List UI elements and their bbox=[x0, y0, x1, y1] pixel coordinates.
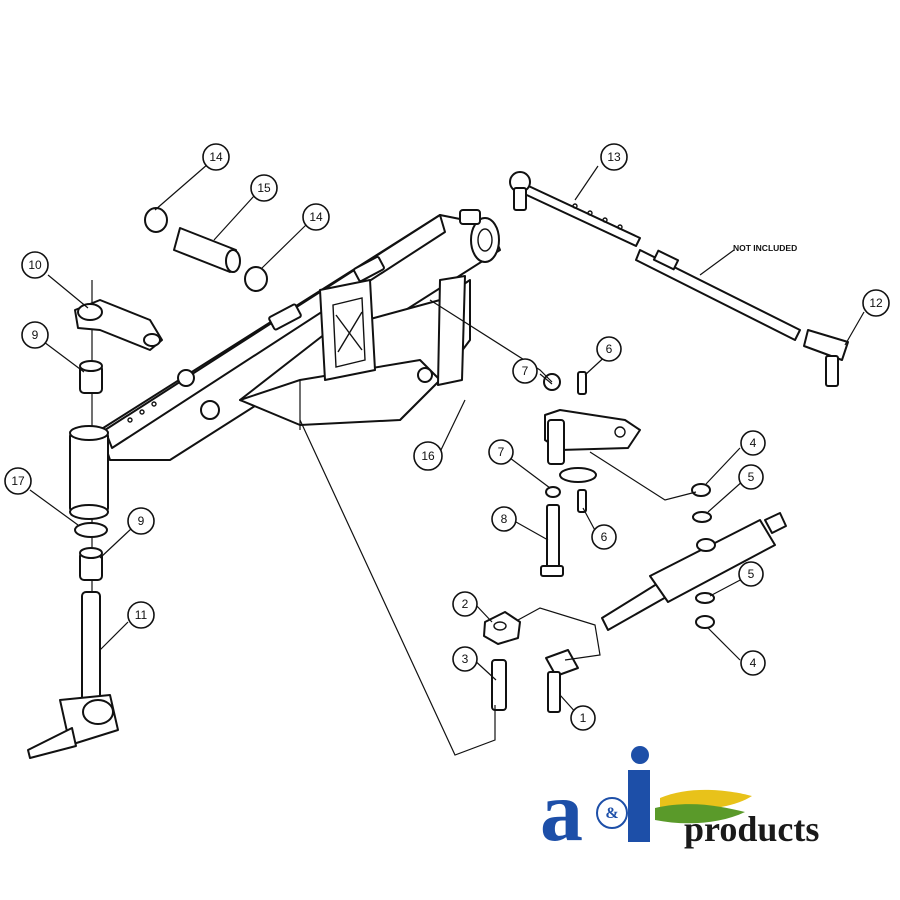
callout-7-top: 7 bbox=[512, 358, 538, 384]
callout-9-top: 9 bbox=[21, 321, 49, 349]
svg-text:6: 6 bbox=[601, 530, 608, 544]
callout-17: 17 bbox=[4, 467, 32, 495]
callout-4-bottom: 4 bbox=[740, 650, 766, 676]
svg-text:13: 13 bbox=[607, 150, 621, 164]
svg-text:6: 6 bbox=[606, 342, 613, 356]
callout-3: 3 bbox=[452, 646, 478, 672]
svg-text:products: products bbox=[684, 809, 819, 849]
callout-13: 13 bbox=[600, 143, 628, 171]
callout-15: 15 bbox=[250, 174, 278, 202]
callout-8: 8 bbox=[491, 506, 517, 532]
svg-text:&: & bbox=[605, 805, 618, 822]
callouts: 14 15 14 10 9 17 9 11 13 12 6 7 16 7 8 6… bbox=[4, 143, 890, 731]
svg-text:16: 16 bbox=[421, 449, 435, 463]
callout-14-top: 14 bbox=[202, 143, 230, 171]
svg-text:4: 4 bbox=[750, 436, 757, 450]
callout-5-top: 5 bbox=[738, 464, 764, 490]
callout-5-bottom: 5 bbox=[738, 561, 764, 587]
svg-text:10: 10 bbox=[28, 258, 42, 272]
svg-text:9: 9 bbox=[32, 328, 39, 342]
left-spindle-assembly bbox=[27, 280, 163, 759]
ball-joint-assembly bbox=[483, 611, 579, 713]
callout-16: 16 bbox=[413, 441, 443, 471]
svg-text:2: 2 bbox=[462, 597, 469, 611]
callout-1: 1 bbox=[570, 705, 596, 731]
steering-cylinder bbox=[601, 483, 787, 631]
svg-text:14: 14 bbox=[209, 150, 223, 164]
tie-rod-assembly bbox=[509, 171, 849, 387]
svg-text:a: a bbox=[540, 763, 583, 859]
leader-lines bbox=[29, 163, 865, 756]
svg-text:12: 12 bbox=[869, 296, 883, 310]
callout-9-bottom: 9 bbox=[127, 507, 155, 535]
svg-text:7: 7 bbox=[522, 364, 529, 378]
callout-11: 11 bbox=[127, 601, 155, 629]
callout-2: 2 bbox=[452, 591, 478, 617]
svg-text:1: 1 bbox=[580, 711, 587, 725]
callout-10: 10 bbox=[21, 251, 49, 279]
svg-text:7: 7 bbox=[498, 445, 505, 459]
callout-4-top: 4 bbox=[740, 430, 766, 456]
pivot-support-bracket bbox=[239, 275, 471, 430]
svg-text:5: 5 bbox=[748, 470, 755, 484]
svg-text:3: 3 bbox=[462, 652, 469, 666]
callout-6-bottom: 6 bbox=[591, 524, 617, 550]
svg-text:14: 14 bbox=[309, 210, 323, 224]
svg-text:11: 11 bbox=[135, 608, 148, 622]
callout-14-bottom: 14 bbox=[302, 203, 330, 231]
axle-beam bbox=[99, 209, 501, 461]
svg-text:17: 17 bbox=[11, 474, 25, 488]
pivot-pin-set bbox=[144, 207, 268, 292]
steering-arm-assembly bbox=[540, 371, 641, 577]
svg-text:5: 5 bbox=[748, 567, 755, 581]
svg-text:15: 15 bbox=[257, 181, 271, 195]
callout-6-top: 6 bbox=[596, 336, 622, 362]
not-included-note: NOT INCLUDED bbox=[733, 243, 797, 253]
ai-products-logo: a & products bbox=[540, 746, 819, 859]
svg-text:8: 8 bbox=[501, 512, 508, 526]
callout-7-bottom: 7 bbox=[488, 439, 514, 465]
svg-text:9: 9 bbox=[138, 514, 145, 528]
svg-text:4: 4 bbox=[750, 656, 757, 670]
callout-12: 12 bbox=[862, 289, 890, 317]
